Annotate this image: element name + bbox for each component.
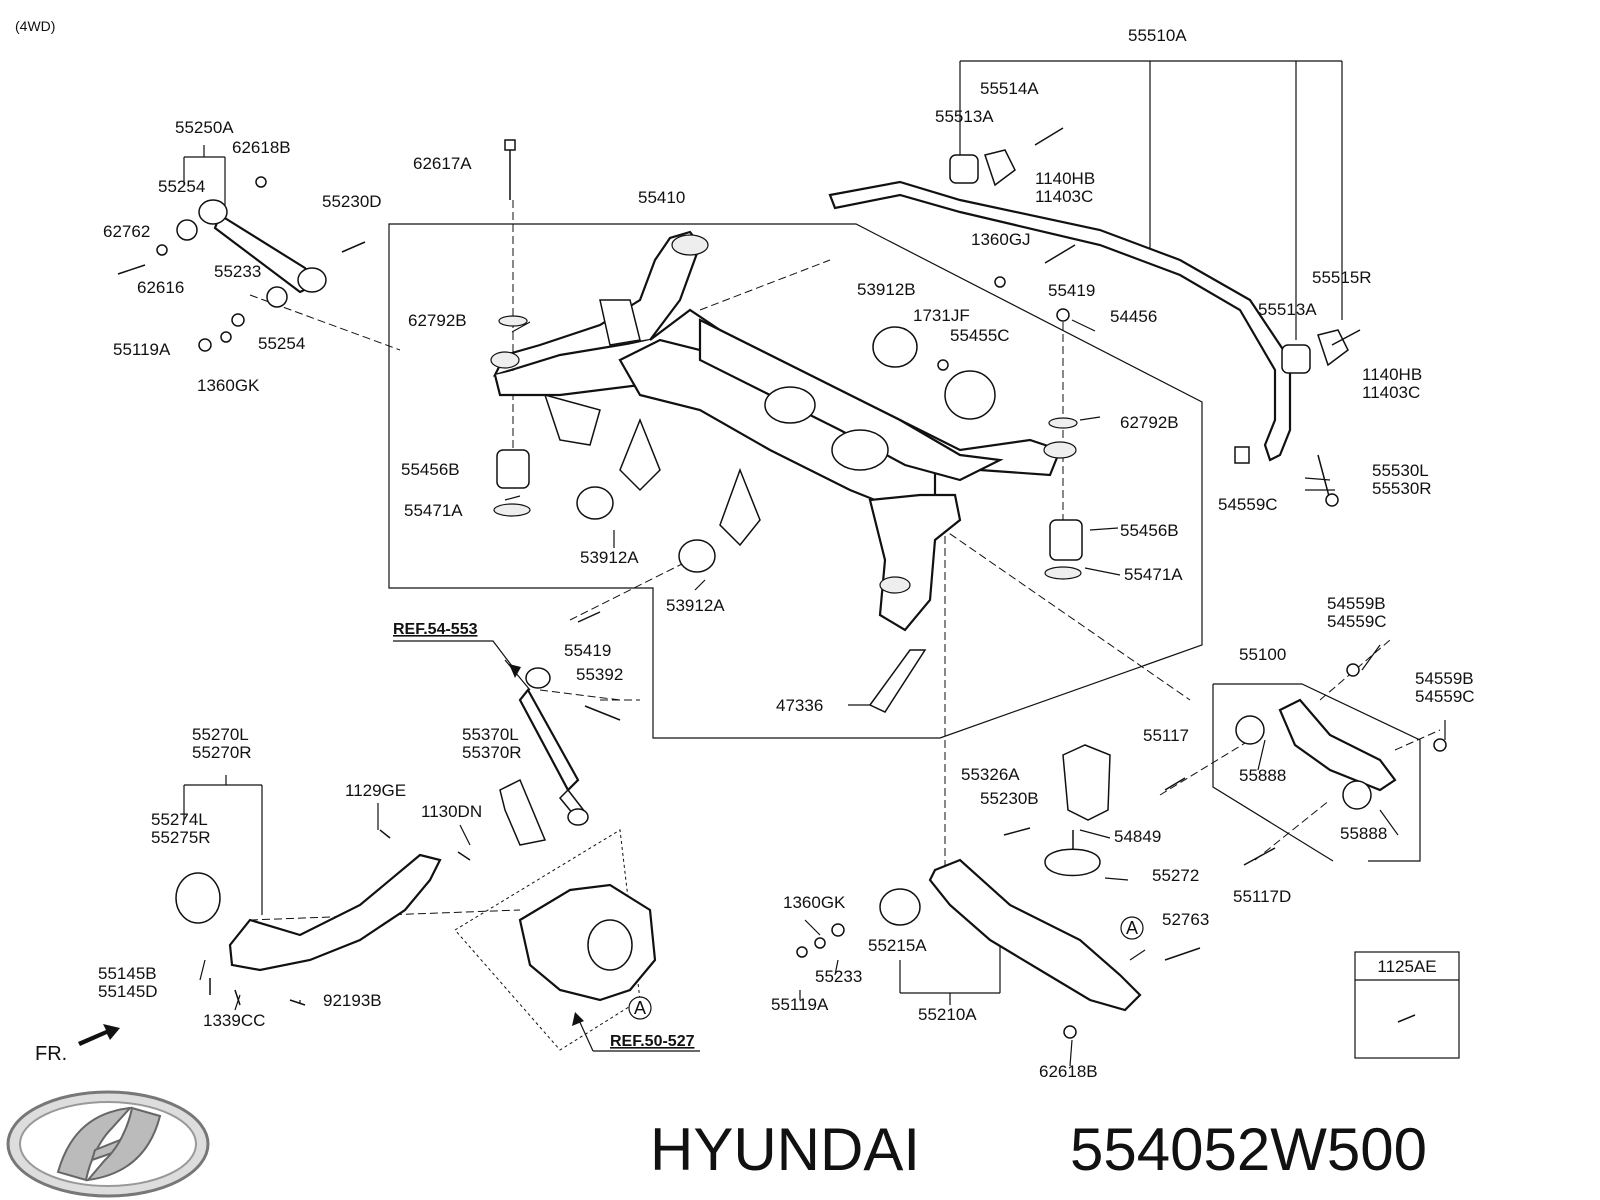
label-55888-bot: 55888 bbox=[1340, 824, 1387, 843]
stabilizer-bar bbox=[828, 180, 1292, 462]
label-55456B-right: 55456B bbox=[1120, 521, 1179, 540]
part-labels: (4WD) 55510A 55514A 55513A 1140HB 11403C… bbox=[15, 18, 1475, 1081]
label-92193B: 92193B bbox=[323, 991, 382, 1010]
label-55230B: 55230B bbox=[980, 789, 1039, 808]
label-55119A-top: 55119A bbox=[113, 340, 171, 359]
ref-54-553: REF.54-553 bbox=[393, 621, 478, 638]
label-55117: 55117 bbox=[1143, 726, 1189, 745]
label-55270L: 55270L bbox=[192, 725, 249, 744]
ref-50-527: REF.50-527 bbox=[610, 1033, 695, 1050]
label-62792B-left: 62792B bbox=[408, 311, 467, 330]
label-55514A: 55514A bbox=[980, 79, 1039, 98]
label-55270R: 55270R bbox=[192, 743, 252, 762]
callout-a-arm bbox=[1120, 916, 1144, 940]
label-11403C-right: 11403C bbox=[1362, 383, 1420, 402]
label-1360GJ: 1360GJ bbox=[971, 230, 1031, 249]
label-1140HB-top: 1140HB bbox=[1035, 169, 1095, 188]
label-54456: 54456 bbox=[1110, 307, 1157, 326]
small-parts bbox=[78, 127, 1460, 1059]
label-54559B-a: 54559B bbox=[1327, 594, 1386, 613]
label-55215A: 55215A bbox=[868, 936, 927, 955]
label-54559B-b: 54559B bbox=[1415, 669, 1474, 688]
label-55254-top: 55254 bbox=[158, 177, 205, 196]
label-55145D: 55145D bbox=[98, 982, 158, 1001]
label-55145B: 55145B bbox=[98, 964, 157, 983]
label-54849: 54849 bbox=[1114, 827, 1161, 846]
label-55254-mid: 55254 bbox=[258, 334, 305, 353]
label-55410: 55410 bbox=[638, 188, 685, 207]
label-55530L: 55530L bbox=[1372, 461, 1429, 480]
label-55888-top: 55888 bbox=[1239, 766, 1286, 785]
label-55274L: 55274L bbox=[151, 810, 208, 829]
label-55100: 55100 bbox=[1239, 645, 1286, 664]
label-54559C-b: 54559C bbox=[1415, 687, 1475, 706]
callout-a-arm-text: A bbox=[1126, 918, 1138, 938]
label-55471A-right: 55471A bbox=[1124, 565, 1183, 584]
label-55119A-bot: 55119A bbox=[771, 995, 829, 1014]
subframe-55410 bbox=[490, 230, 1077, 632]
hyundai-logo bbox=[6, 1090, 210, 1198]
header-note: (4WD) bbox=[15, 18, 55, 34]
label-55250A: 55250A bbox=[175, 118, 234, 137]
label-1129GE: 1129GE bbox=[345, 781, 406, 800]
label-55392: 55392 bbox=[576, 665, 623, 684]
label-55233-top: 55233 bbox=[214, 262, 261, 281]
label-55419-top: 55419 bbox=[1048, 281, 1095, 300]
label-55210A: 55210A bbox=[918, 1005, 977, 1024]
label-54559C-top: 54559C bbox=[1218, 495, 1278, 514]
label-1339CC: 1339CC bbox=[203, 1011, 265, 1030]
label-55530R: 55530R bbox=[1372, 479, 1432, 498]
label-62617A: 62617A bbox=[413, 154, 472, 173]
callout-a-knuckle bbox=[628, 996, 652, 1020]
label-55510A: 55510A bbox=[1128, 26, 1187, 45]
label-55513A-top: 55513A bbox=[935, 107, 994, 126]
label-55455C: 55455C bbox=[950, 326, 1010, 345]
label-53912A-left: 53912A bbox=[580, 548, 639, 567]
label-62762: 62762 bbox=[103, 222, 150, 241]
front-direction-label: FR. bbox=[35, 1043, 67, 1065]
label-55471A-left: 55471A bbox=[404, 501, 463, 520]
label-55117D: 55117D bbox=[1233, 887, 1291, 906]
label-53912A-mid: 53912A bbox=[666, 596, 725, 615]
callout-a-marks: A A bbox=[628, 916, 1144, 1020]
callout-a-knuckle-text: A bbox=[634, 998, 646, 1018]
label-55326A: 55326A bbox=[961, 765, 1020, 784]
label-62616: 62616 bbox=[137, 278, 184, 297]
part-number: 554052W500 bbox=[1070, 1116, 1427, 1183]
box-label-1125AE: 1125AE bbox=[1377, 957, 1436, 976]
label-1731JF: 1731JF bbox=[913, 306, 970, 325]
label-1360GK-bot: 1360GK bbox=[783, 893, 846, 912]
label-55370R: 55370R bbox=[462, 743, 522, 762]
label-62618B-top: 62618B bbox=[232, 138, 291, 157]
label-55272: 55272 bbox=[1152, 866, 1199, 885]
label-55456B-left: 55456B bbox=[401, 460, 460, 479]
label-1140HB-right: 1140HB bbox=[1362, 365, 1422, 384]
label-55230D: 55230D bbox=[322, 192, 382, 211]
label-11403C-top: 11403C bbox=[1035, 187, 1093, 206]
label-55233-bot: 55233 bbox=[815, 967, 862, 986]
brand-name: HYUNDAI bbox=[650, 1116, 920, 1183]
label-47336: 47336 bbox=[776, 696, 823, 715]
label-1130DN: 1130DN bbox=[421, 802, 482, 821]
label-1360GK-top: 1360GK bbox=[197, 376, 260, 395]
label-62618B-bot: 62618B bbox=[1039, 1062, 1098, 1081]
label-55275R: 55275R bbox=[151, 828, 211, 847]
label-55419-bot: 55419 bbox=[564, 641, 611, 660]
label-62792B-right: 62792B bbox=[1120, 413, 1179, 432]
label-52763: 52763 bbox=[1162, 910, 1209, 929]
label-55515R: 55515R bbox=[1312, 268, 1372, 287]
label-55513A-right: 55513A bbox=[1258, 300, 1317, 319]
label-54559C-a: 54559C bbox=[1327, 612, 1387, 631]
label-55370L: 55370L bbox=[462, 725, 519, 744]
label-53912B: 53912B bbox=[857, 280, 916, 299]
